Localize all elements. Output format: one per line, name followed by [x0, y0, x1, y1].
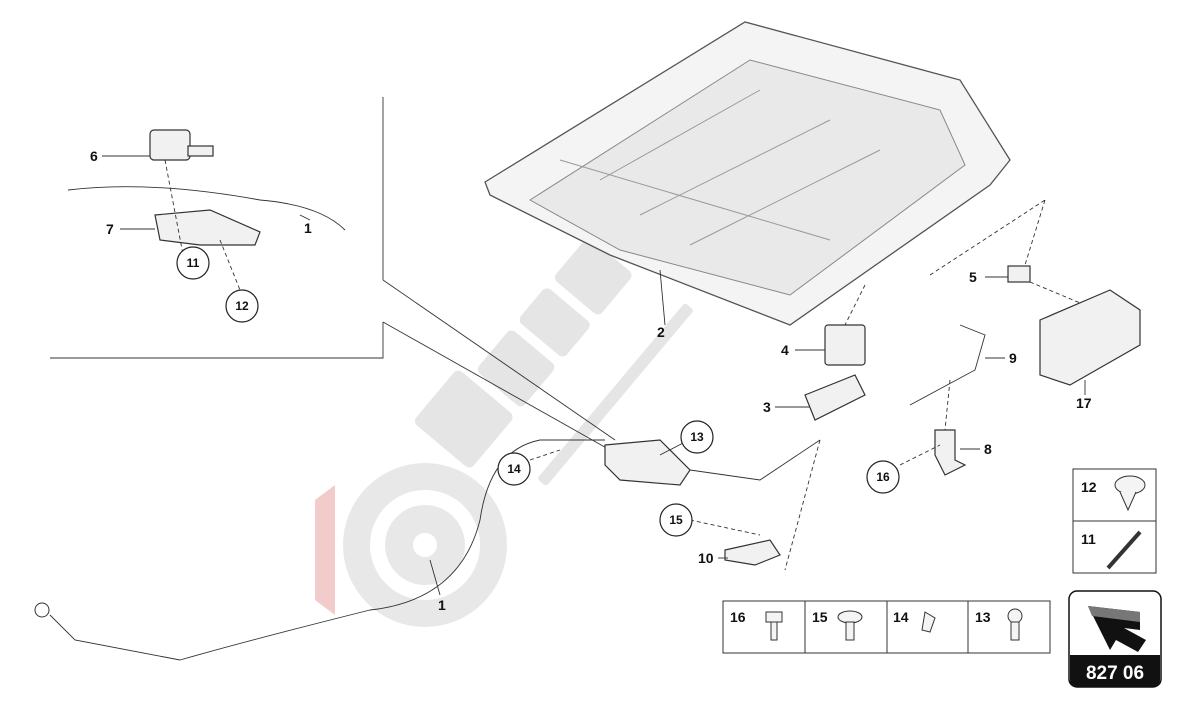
release-lever-13[interactable]: [604, 439, 691, 486]
callout-1-inset: 1: [304, 220, 312, 236]
legend-16: 16: [730, 609, 746, 625]
callout-4: 4: [781, 342, 789, 358]
legend-13: 13: [975, 609, 991, 625]
callout-5: 5: [969, 269, 977, 285]
cable-9[interactable]: [909, 324, 986, 406]
bracket-10[interactable]: [724, 539, 781, 566]
switch-5[interactable]: [1007, 265, 1031, 283]
legend-14: 14: [893, 609, 909, 625]
release-cable-1[interactable]: [49, 439, 605, 661]
bracket-7[interactable]: [154, 209, 261, 246]
fastener-legend-right: 12 11: [1072, 468, 1157, 574]
lock-4[interactable]: [824, 324, 866, 366]
callout-8: 8: [984, 441, 992, 457]
actuator-6[interactable]: [149, 129, 214, 161]
page-number: 827 06: [1086, 663, 1144, 684]
legend-12: 12: [1081, 479, 1097, 495]
watermark: [315, 238, 693, 627]
watermark-brand-lettering: [414, 238, 632, 468]
screw-icon: [1106, 530, 1142, 570]
bolt-icon: [765, 608, 1023, 641]
callout-3: 3: [763, 399, 771, 415]
cover-3[interactable]: [804, 374, 866, 421]
legend-15: 15: [812, 609, 828, 625]
callout-2: 2: [657, 324, 665, 340]
callout-16: 16: [876, 470, 890, 484]
inset-frame: [50, 97, 384, 359]
callout-11-inset: 11: [187, 256, 200, 270]
inset-cable: [67, 186, 346, 231]
hood-lid-2[interactable]: [484, 21, 1011, 326]
callout-labels: 6 7 1 2 4 3 5 9 17 8 10 1: [90, 148, 1092, 613]
clip-icon: [1114, 475, 1146, 512]
legend-11: 11: [1081, 531, 1096, 547]
circled-callouts: [176, 246, 900, 537]
fastener-legend-bottom: 16 15 14 13: [722, 600, 1051, 654]
bracket-8[interactable]: [934, 429, 967, 476]
callout-17: 17: [1076, 395, 1092, 411]
callout-1: 1: [438, 597, 446, 613]
callout-9: 9: [1009, 350, 1017, 366]
rail-17[interactable]: [1039, 289, 1141, 386]
callout-13: 13: [690, 430, 704, 444]
callout-7: 7: [106, 221, 114, 237]
callout-6: 6: [90, 148, 98, 164]
page-badge: 827 06: [1068, 590, 1162, 688]
callout-10: 10: [698, 550, 714, 566]
callout-12-inset: 12: [235, 299, 249, 313]
callout-14: 14: [507, 462, 521, 476]
callout-15: 15: [669, 513, 683, 527]
